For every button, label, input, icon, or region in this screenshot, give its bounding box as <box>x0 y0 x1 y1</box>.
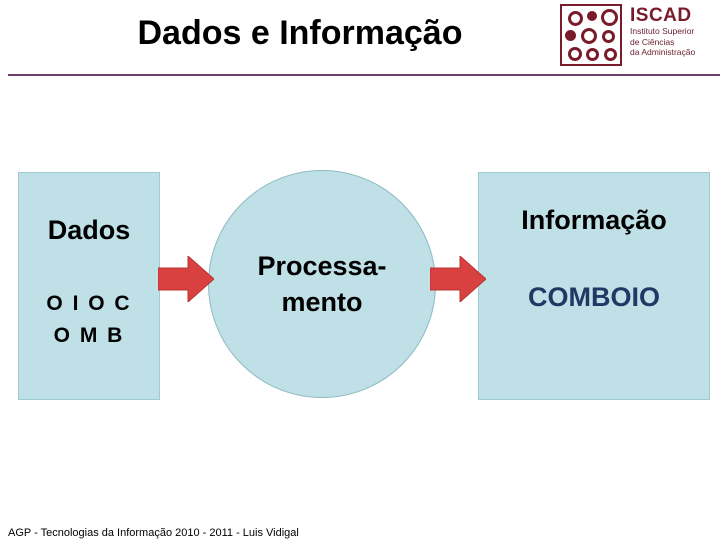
input-box <box>18 172 160 400</box>
logo-mark-box <box>560 4 622 66</box>
output-box-title: Informação <box>521 205 667 235</box>
logo-subtitle-line3: da Administração <box>630 47 696 57</box>
page-title: Dados e Informação <box>137 14 463 52</box>
logo-subtitle-line2: de Ciências <box>630 36 675 47</box>
logo-circle-icon <box>581 28 597 44</box>
title-divider <box>8 74 720 76</box>
iscad-logo: ISCAD Instituto Superior de Ciências da … <box>560 4 720 70</box>
logo-circle-icon <box>601 9 618 26</box>
slide-footer: AGP - Tecnologias da Informação 2010 - 2… <box>8 527 299 539</box>
logo-circle-icon <box>568 47 582 61</box>
logo-dot-icon <box>587 11 597 21</box>
output-box-value: COMBOIO <box>528 282 660 312</box>
logo-name: ISCAD <box>630 5 692 26</box>
logo-circle-icon <box>586 48 599 61</box>
arrow-right-icon <box>429 254 487 304</box>
logo-circle-icon <box>604 48 617 61</box>
input-box-title: Dados <box>47 215 131 245</box>
logo-subtitle-line1: Instituto Superior <box>630 26 695 36</box>
input-box-values: O I O C O M B <box>46 292 132 347</box>
process-circle-title: Processa- mento <box>257 251 387 317</box>
arrow-right-icon <box>157 254 215 304</box>
logo-dot-icon <box>565 30 576 41</box>
logo-circle-icon <box>602 30 615 43</box>
logo-circle-icon <box>568 11 583 26</box>
output-box <box>478 172 710 400</box>
process-circle <box>208 170 436 398</box>
logo-text: ISCAD Instituto Superior de Ciências da … <box>630 6 722 58</box>
